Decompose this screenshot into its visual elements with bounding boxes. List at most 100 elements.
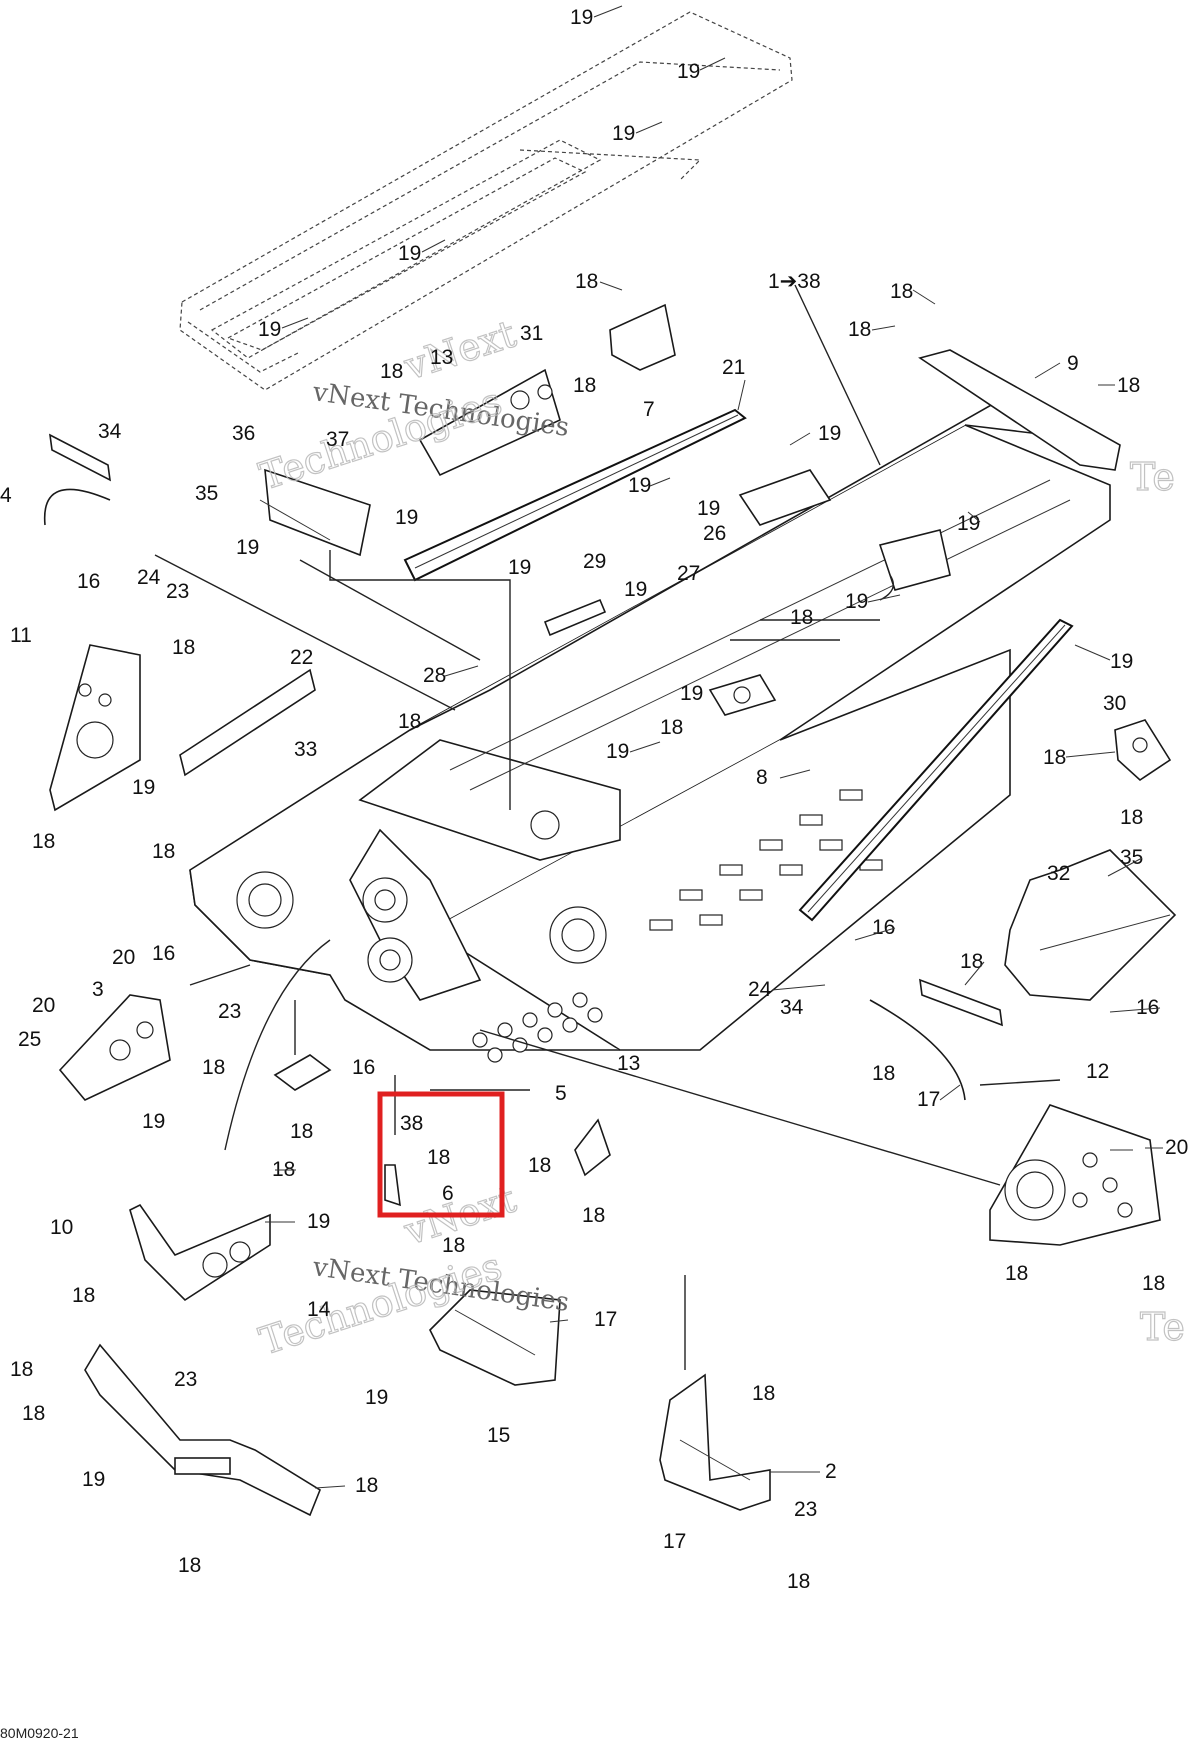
callout-label: 23 (174, 1368, 197, 1391)
callout-label: 19 (395, 506, 418, 529)
callout-label: 18 (890, 280, 913, 303)
bracket-15 (659, 1373, 771, 1511)
callout-label: 5 (555, 1082, 567, 1105)
callout-label: 18 (528, 1154, 551, 1177)
callout-label: 21 (722, 356, 745, 379)
callout-label: 18 (960, 950, 983, 973)
side-plate-12 (989, 1104, 1161, 1246)
bracket-13 (273, 1054, 332, 1091)
callout-label: 15 (487, 1424, 510, 1447)
callout-label: 19 (697, 497, 720, 520)
callout-label: 19 (606, 740, 629, 763)
callout-label: 36 (232, 422, 255, 445)
callout-label: 18 (172, 636, 195, 659)
callout-label: 25 (18, 1028, 41, 1051)
diagram-code: 80M0920-21 (0, 1725, 79, 1741)
bracket-30 (708, 674, 777, 716)
watermark-text: vNext (398, 312, 521, 389)
rail-2 (84, 1343, 321, 1517)
callout-label: 19 (258, 318, 281, 341)
callout-label: 18 (380, 360, 403, 383)
callout-label: 17 (663, 1530, 686, 1553)
callout-label: 18 (72, 1284, 95, 1307)
callout-label: 18 (355, 1474, 378, 1497)
callout-label: 13 (430, 346, 453, 369)
callout-label: 18 (1142, 1272, 1165, 1295)
callout-label: 28 (423, 664, 446, 687)
callout-label: 18 (10, 1358, 33, 1381)
callout-label: 4 (0, 484, 12, 507)
callout-label: 19 (818, 422, 841, 445)
callout-label: 20 (112, 946, 135, 969)
side-plate-11 (49, 644, 141, 812)
bracket-26 (738, 469, 832, 526)
callout-label: 18 (1117, 374, 1140, 397)
callout-label: 27 (677, 562, 700, 585)
callout-label: 37 (326, 428, 349, 451)
callout-label: 35 (195, 482, 218, 505)
callout-label: 19 (142, 1110, 165, 1133)
callout-label: 24 (137, 566, 161, 589)
callout-label: 17 (594, 1308, 617, 1331)
callout-label: 1➔38 (768, 270, 821, 293)
callout-label: 33 (294, 738, 317, 761)
callout-label: 18 (442, 1234, 465, 1257)
callout-label: 19 (132, 776, 155, 799)
callout-label: 18 (582, 1204, 605, 1227)
callout-label: 18 (872, 1062, 895, 1085)
callout-label: 16 (152, 942, 175, 965)
callout-label: 13 (617, 1052, 640, 1075)
callout-label: 19 (307, 1210, 330, 1233)
part-38 (384, 1164, 401, 1207)
callout-label: 29 (583, 550, 606, 573)
callout-label: 18 (178, 1554, 201, 1577)
callout-label: 19 (82, 1468, 105, 1491)
bracket-3 (58, 994, 171, 1101)
callout-label: 19 (1110, 650, 1133, 673)
callout-label: 20 (1165, 1136, 1188, 1159)
callout-label: 19 (365, 1386, 388, 1409)
callout-label: 16 (77, 570, 100, 593)
callout-label: 30 (1103, 692, 1126, 715)
callout-label: 31 (520, 322, 543, 345)
callout-label: 18 (752, 1382, 775, 1405)
callout-label: 18 (1043, 746, 1066, 769)
callout-label: 38 (400, 1112, 423, 1135)
bracket-36 (259, 468, 371, 557)
callout-label: 10 (50, 1216, 73, 1239)
callout-label: 19 (845, 590, 868, 613)
handle-34-right (869, 978, 1003, 1101)
callout-label: 18 (202, 1056, 225, 1079)
callout-label: 9 (1067, 352, 1079, 375)
callout-label: 32 (1047, 862, 1070, 885)
callout-label: 23 (794, 1498, 817, 1521)
callout-label: 22 (290, 646, 313, 669)
callout-label: 18 (573, 374, 596, 397)
callout-label: 35 (1120, 846, 1143, 869)
highlight-box (377, 1091, 505, 1218)
callout-label: 18 (1005, 1262, 1028, 1285)
callout-label: 18 (32, 830, 55, 853)
callout-label: 24 (748, 978, 772, 1001)
bracket-10 (129, 1203, 271, 1302)
callout-label: 18 (848, 318, 871, 341)
callout-label: 7 (643, 398, 655, 421)
callout-label: 19 (677, 60, 700, 83)
callout-label: 34 (98, 420, 122, 443)
bracket-6 (574, 1118, 611, 1177)
callout-labels: 19 19 19 19 19 18 1➔38 18 18 31 18 13 18… (0, 6, 1188, 1593)
callout-label: 23 (218, 1000, 241, 1023)
callout-label: 19 (398, 242, 421, 265)
callout-label: 19 (236, 536, 259, 559)
callout-label: 11 (10, 624, 32, 647)
tunnel-cover-panel (179, 11, 793, 391)
callout-label: 23 (166, 580, 189, 603)
callout-label: 18 (398, 710, 421, 733)
footrest-32 (1004, 849, 1177, 1001)
rail-bracket-33 (179, 668, 316, 777)
watermark-text: Te (1130, 455, 1175, 499)
handle-34-left (43, 433, 111, 526)
callout-label: 19 (612, 122, 635, 145)
callout-label: 18 (152, 840, 175, 863)
callout-label: 26 (703, 522, 726, 545)
